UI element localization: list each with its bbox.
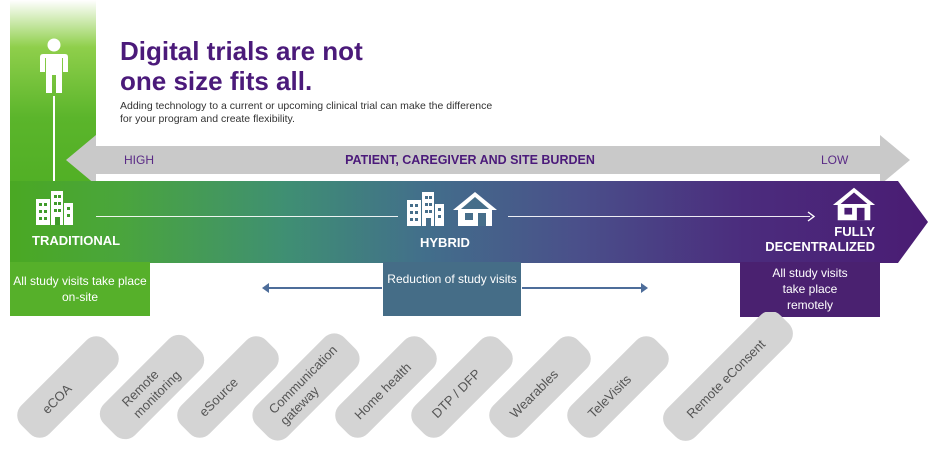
hybrid-left-arrowhead bbox=[262, 283, 269, 293]
fully-description-line-3: remotely bbox=[786, 298, 833, 312]
buildings-icon bbox=[407, 192, 444, 226]
progression-line-left bbox=[96, 216, 398, 217]
hybrid-description-box: Reduction of study visits bbox=[383, 262, 521, 316]
tag-ecoa: eCOA bbox=[17, 336, 119, 438]
burden-double-arrow bbox=[66, 135, 910, 185]
page-title: Digital trials are not one size fits all… bbox=[120, 36, 640, 96]
tag-remote-monitoring: Remote monitoring bbox=[99, 334, 205, 440]
house-icon bbox=[453, 192, 497, 226]
title-line-1: Digital trials are not bbox=[120, 36, 363, 66]
progression-arrowhead bbox=[807, 211, 816, 222]
house-icon bbox=[832, 187, 876, 221]
subtitle: Adding technology to a current or upcomi… bbox=[120, 100, 493, 125]
burden-high-label: HIGH bbox=[124, 153, 154, 167]
technology-tags: eCOA Remote monitoring eSource Communica… bbox=[17, 312, 793, 441]
burden-low-label: LOW bbox=[821, 153, 849, 167]
hybrid-right-arrow bbox=[522, 287, 644, 289]
person-icon bbox=[40, 38, 68, 93]
hybrid-left-arrow bbox=[266, 287, 382, 289]
fully-decentralized-label: FULLY DECENTRALIZED bbox=[760, 224, 875, 254]
buildings-icon bbox=[36, 191, 73, 225]
fully-description-line-1: All study visits bbox=[772, 266, 848, 280]
tag-remote-econsent: Remote eConsent bbox=[663, 312, 793, 441]
person-connector-line bbox=[53, 96, 55, 188]
title-line-2: one size fits all. bbox=[120, 66, 313, 96]
fully-label-line-2: DECENTRALIZED bbox=[765, 239, 875, 254]
progression-line-right bbox=[508, 216, 810, 217]
traditional-label: TRADITIONAL bbox=[32, 233, 121, 248]
fully-decentralized-description-box: All study visits take place remotely bbox=[740, 262, 880, 317]
hybrid-right-arrowhead bbox=[641, 283, 648, 293]
traditional-description-box: All study visits take place on-site bbox=[10, 262, 150, 316]
fully-description-line-2: take place bbox=[782, 282, 838, 296]
tag-remote-econsent-text: Remote eConsent bbox=[683, 336, 768, 421]
hybrid-label: HYBRID bbox=[420, 235, 470, 250]
burden-center-label: PATIENT, CAREGIVER AND SITE BURDEN bbox=[345, 153, 595, 167]
fully-label-line-1: FULLY bbox=[834, 224, 875, 239]
